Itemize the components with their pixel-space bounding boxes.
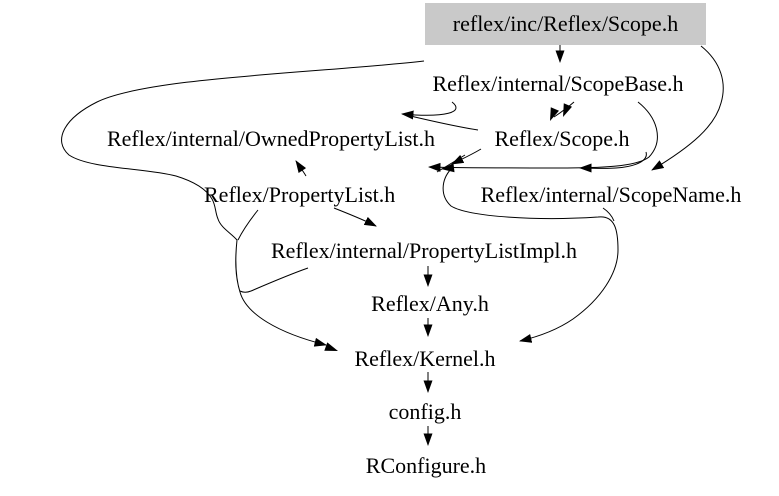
edge-plist-ownedplist bbox=[295, 160, 307, 177]
node-reflex-internal-propertylistimpl-h[interactable]: Reflex/internal/PropertyListImpl.h bbox=[270, 238, 578, 263]
edge-scope-scopename bbox=[579, 151, 647, 173]
edge-plist-kernel-merge bbox=[237, 209, 259, 241]
edge-plistimpl-kernel-merge bbox=[239, 267, 309, 293]
extra-arrowheads bbox=[324, 103, 572, 351]
edge-scopebase-ownedplist bbox=[401, 101, 457, 120]
edge-scopebase-scope bbox=[553, 101, 575, 118]
edge-scopebase-left-run bbox=[428, 101, 658, 172]
edge-root-scopename bbox=[651, 45, 724, 171]
node-reflex-kernel-h[interactable]: Reflex/Kernel.h bbox=[354, 346, 496, 371]
node-reflex-internal-ownedpropertylist-h[interactable]: Reflex/internal/OwnedPropertyList.h bbox=[106, 126, 436, 151]
node-reflex-scope-h[interactable]: Reflex/Scope.h bbox=[494, 126, 630, 151]
node-reflex-internal-scopebase-h[interactable]: Reflex/internal/ScopeBase.h bbox=[432, 71, 684, 96]
edge-blob-cross bbox=[436, 154, 466, 173]
node-rconfigure-h[interactable]: RConfigure.h bbox=[365, 453, 487, 478]
edge-scope-kernel bbox=[442, 168, 619, 343]
edge-scopename-stub bbox=[602, 207, 615, 222]
node-reflex-any-h[interactable]: Reflex/Any.h bbox=[371, 291, 489, 316]
node-reflex-internal-scopename-h[interactable]: Reflex/internal/ScopeName.h bbox=[480, 182, 742, 207]
edge-scope-blob bbox=[451, 148, 482, 165]
edge-plist-plistimpl bbox=[333, 207, 377, 227]
edge-scope-ownedplist bbox=[405, 114, 479, 131]
node-reflex-inc-reflex-scope-h: reflex/inc/Reflex/Scope.h bbox=[425, 3, 706, 45]
node-reflex-propertylist-h[interactable]: Reflex/PropertyList.h bbox=[204, 182, 396, 207]
edge-left-loop-kernel bbox=[61, 60, 425, 347]
node-config-h[interactable]: config.h bbox=[388, 399, 462, 424]
